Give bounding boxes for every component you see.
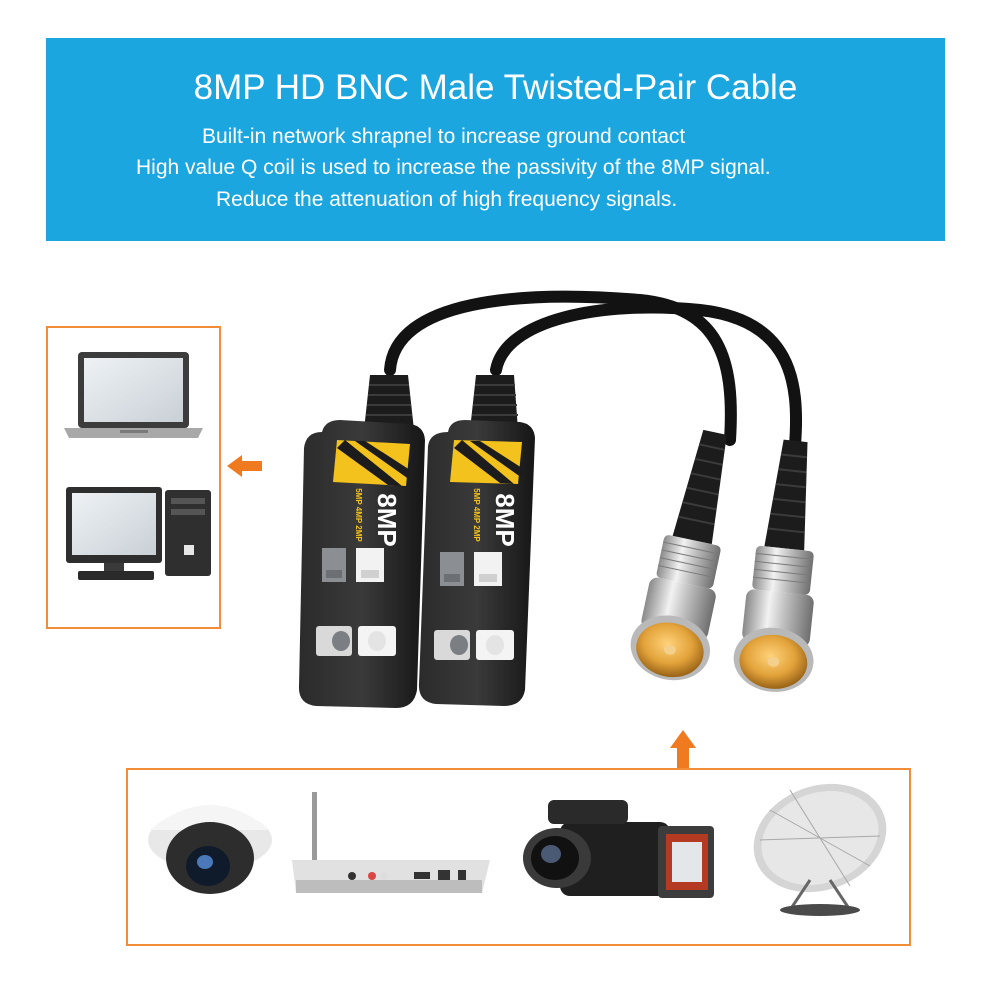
banner-line-2: High value Q coil is used to increase th…: [136, 156, 771, 179]
balun-left-small-label: 5MP 4MP 2MP: [354, 488, 363, 542]
cables: [384, 290, 803, 451]
banner-line-1: Built-in network shrapnel to increase gr…: [202, 125, 686, 148]
header-banner: 8MP HD BNC Male Twisted-Pair Cable Built…: [46, 38, 945, 241]
wireless-router-icon: [292, 792, 490, 893]
banner-line-3: Reduce the attenuation of high frequency…: [216, 188, 678, 211]
input-devices-frame: [126, 768, 911, 946]
input-arrow-icon: [670, 730, 696, 770]
satellite-dish-icon: [753, 783, 887, 916]
bnc-connector-left: [630, 429, 727, 681]
banner-title: 8MP HD BNC Male Twisted-Pair Cable: [193, 68, 798, 107]
bnc-connector-right: [733, 439, 814, 692]
balun-left: 8MP 5MP 4MP 2MP: [298, 375, 425, 708]
camcorder-icon: [523, 800, 714, 898]
balun-right-small-label: 5MP 4MP 2MP: [472, 488, 481, 542]
output-arrow-icon: [227, 455, 262, 477]
desktop-computer-icon: [66, 487, 211, 580]
balun-left-model-label: 8MP: [372, 493, 402, 546]
output-devices-frame: [46, 326, 221, 629]
balun-right-model-label: 8MP: [490, 493, 520, 546]
laptop-icon: [64, 352, 203, 438]
balun-right: 8MP 5MP 4MP 2MP: [418, 375, 535, 706]
dome-camera-icon: [148, 805, 272, 894]
